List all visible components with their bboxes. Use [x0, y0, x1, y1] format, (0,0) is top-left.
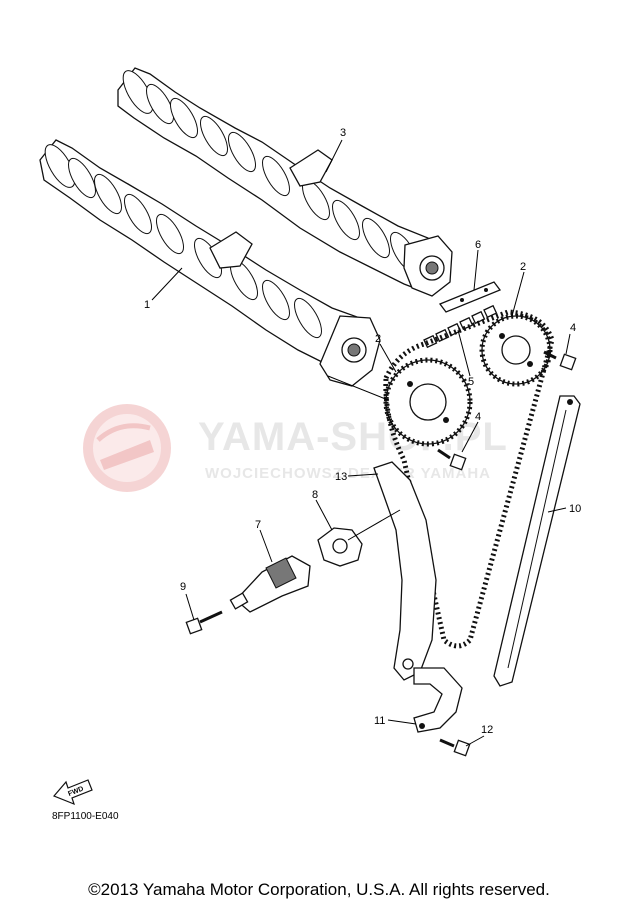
callout-11: 11 [374, 715, 385, 727]
watermark-logo [83, 404, 171, 492]
cam-chain-tensioner [229, 555, 311, 613]
chain-guide-right [493, 395, 581, 687]
leader-lines [151, 139, 571, 747]
callout-9: 9 [180, 581, 186, 593]
bolt-center [437, 448, 467, 471]
watermark: YAMA-SHOP.PL WOJCIECHOWSZ DEALER YAMAHA [83, 404, 507, 492]
camshaft-lower [39, 139, 381, 387]
callout-3: 3 [340, 127, 346, 139]
tensioner-bolt [185, 610, 223, 635]
callout-1: 1 [144, 299, 150, 311]
cam-sprocket-left [383, 357, 473, 447]
bracket [413, 667, 463, 733]
bolt-bottom [439, 738, 471, 757]
copyright-notice: ©2013 Yamaha Motor Corporation, U.S.A. A… [88, 880, 550, 899]
callout-4-right: 4 [570, 322, 576, 334]
callout-4-center: 4 [475, 411, 481, 423]
chain-tensioner-guide [373, 461, 437, 681]
camshaft-upper [117, 67, 453, 297]
callout-8: 8 [312, 489, 318, 501]
callout-6: 6 [475, 239, 481, 251]
cam-sprocket-right [479, 313, 553, 387]
callout-2-right: 2 [520, 261, 526, 273]
gasket [317, 527, 363, 567]
bolt-right [543, 350, 577, 371]
callout-13: 13 [335, 471, 347, 483]
diagram-code: 8FP1100-E040 [52, 811, 119, 822]
callout-7: 7 [255, 519, 261, 531]
callout-5: 5 [468, 376, 474, 388]
fwd-arrow-icon: FWD [52, 779, 93, 806]
callout-10: 10 [569, 503, 581, 515]
callout-2-left: 2 [375, 333, 381, 345]
callout-12: 12 [481, 724, 493, 736]
chain-guide-top [438, 281, 502, 313]
callout-labels: 1 2 2 3 4 4 5 6 7 8 9 10 11 12 13 [144, 127, 581, 736]
watermark-subtitle: WOJCIECHOWSZ DEALER YAMAHA [205, 465, 491, 482]
